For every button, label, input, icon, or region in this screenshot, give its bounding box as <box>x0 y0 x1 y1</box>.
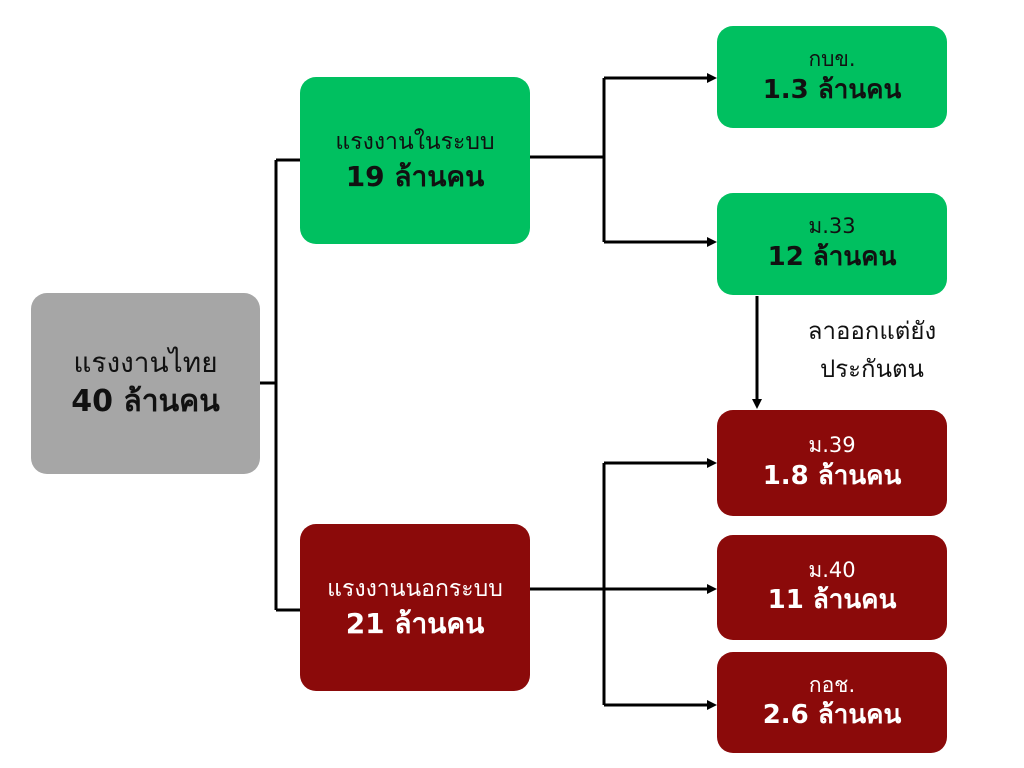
informal-node: แรงงานนอกระบบ 21 ล้านคน <box>300 524 530 691</box>
informal-value: 21 ล้านคน <box>345 606 485 640</box>
root-node: แรงงานไทย 40 ล้านคน <box>31 293 260 474</box>
kosh-label: กอช. <box>808 672 856 697</box>
m40-value: 11 ล้านคน <box>767 585 897 616</box>
formal-label: แรงงานในระบบ <box>335 128 495 155</box>
m39-value: 1.8 ล้านคน <box>762 460 902 491</box>
transition-note-line2: ประกันตน <box>820 355 924 384</box>
informal-label: แรงงานนอกระบบ <box>327 575 503 602</box>
m33-node: ม.33 12 ล้านคน <box>717 193 947 295</box>
root-label: แรงงานไทย <box>73 346 218 380</box>
root-value: 40 ล้านคน <box>71 384 220 420</box>
m33-label: ม.33 <box>808 214 856 239</box>
formal-value: 19 ล้านคน <box>345 159 485 193</box>
gbk-label: กบข. <box>808 47 856 72</box>
kosh-value: 2.6 ล้านคน <box>762 700 902 731</box>
gbk-value: 1.3 ล้านคน <box>762 74 902 105</box>
m40-node: ม.40 11 ล้านคน <box>717 535 947 640</box>
m40-label: ม.40 <box>808 557 856 582</box>
kosh-node: กอช. 2.6 ล้านคน <box>717 652 947 753</box>
formal-node: แรงงานในระบบ 19 ล้านคน <box>300 77 530 244</box>
transition-note-line1: ลาออกแต่ยัง <box>807 317 937 345</box>
m33-value: 12 ล้านคน <box>767 241 897 272</box>
m39-node: ม.39 1.8 ล้านคน <box>717 410 947 516</box>
m39-label: ม.39 <box>808 433 856 458</box>
gbk-node: กบข. 1.3 ล้านคน <box>717 26 947 128</box>
transition-note: ลาออกแต่ยัง ประกันตน <box>772 312 972 389</box>
